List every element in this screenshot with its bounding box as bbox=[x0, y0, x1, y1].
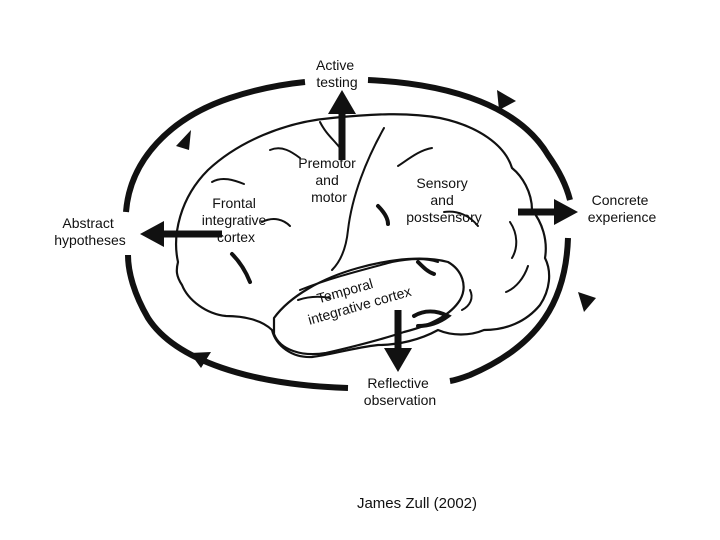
cycle-arc-top-right bbox=[367, 77, 573, 201]
brain-sulcus bbox=[509, 221, 518, 259]
arrow-down-head bbox=[384, 348, 412, 372]
cycle-arrowhead-top-left bbox=[176, 130, 191, 150]
brain-sulcus bbox=[230, 252, 252, 284]
label-concrete-experience: Concrete experience bbox=[588, 192, 657, 225]
brain-sulcus bbox=[461, 289, 473, 311]
credit-caption: James Zull (2002) bbox=[357, 495, 477, 512]
arrow-right-head bbox=[554, 199, 578, 225]
label-frontal-integrative-cortex: Frontal integrative cortex bbox=[202, 195, 270, 245]
label-active-testing: Active testing bbox=[316, 57, 358, 90]
brain-sulcus bbox=[397, 147, 433, 167]
brain-sulcus bbox=[211, 177, 245, 185]
brain-sulcus bbox=[269, 147, 301, 159]
brain-sulcus bbox=[297, 295, 331, 301]
label-abstract-hypotheses: Abstract hypotheses bbox=[54, 215, 126, 248]
brain-illustration bbox=[175, 113, 551, 359]
brain-sulcus bbox=[416, 260, 436, 276]
arrow-left-head bbox=[140, 221, 164, 247]
brain-sulcus bbox=[261, 218, 291, 227]
cycle-arrowhead-top-right bbox=[497, 90, 516, 110]
brain-sulcus bbox=[443, 210, 479, 227]
cycle-arrowhead-right bbox=[578, 292, 596, 312]
arrow-up-head bbox=[328, 90, 356, 114]
brain-sulcus bbox=[505, 265, 529, 293]
brain-sulcus bbox=[319, 121, 341, 149]
brain-sulcus bbox=[412, 309, 452, 328]
region-arrows bbox=[140, 90, 578, 372]
cycle-arc-top-left bbox=[123, 79, 306, 213]
label-sensory-postsensory: Sensory and postsensory bbox=[406, 175, 481, 225]
brain-central-sulcus bbox=[331, 127, 385, 271]
brain-sylvian-fissure bbox=[299, 258, 439, 291]
label-premotor-motor: Premotor and motor bbox=[298, 155, 359, 205]
learning-cycle bbox=[123, 77, 596, 391]
brain-sulcus bbox=[376, 204, 390, 226]
cycle-arc-bottom-left bbox=[125, 254, 349, 391]
cycle-arrowhead-bottom-left bbox=[190, 352, 211, 368]
label-reflective-observation: Reflective observation bbox=[364, 375, 436, 408]
cycle-arc-bottom-right bbox=[449, 237, 571, 384]
